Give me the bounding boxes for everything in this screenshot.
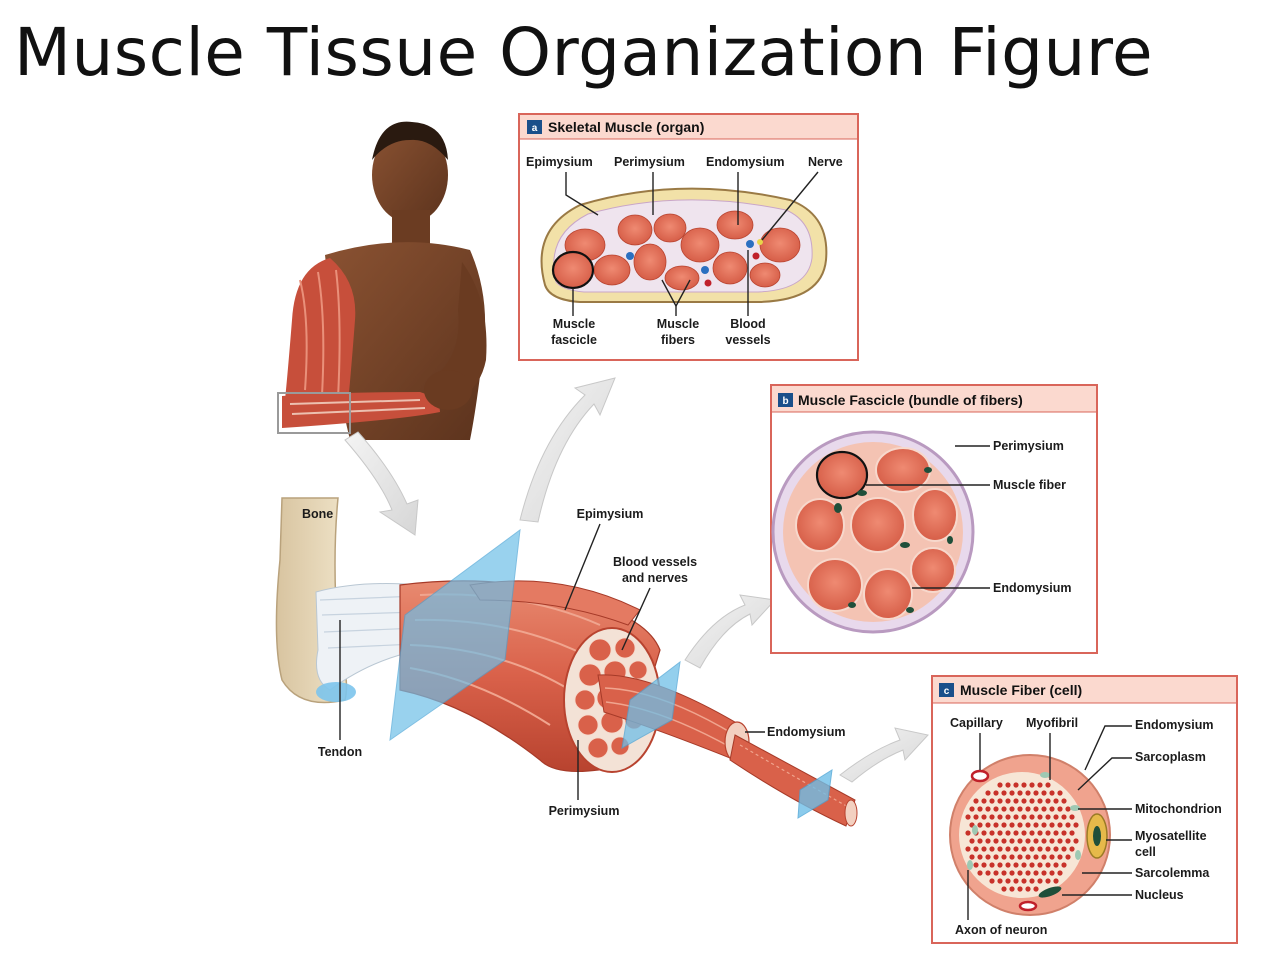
- label-perimysium-main: Perimysium: [549, 804, 620, 818]
- human-figure-illustration: [277, 121, 487, 440]
- panel-c-label-myosatellite-1: Myosatellite: [1135, 829, 1207, 843]
- main-labels: Bone Tendon Epimysium Blood vessels and …: [302, 507, 846, 818]
- panel-a-label-fascicle-1: Muscle: [553, 317, 595, 331]
- panel-c-label-capillary: Capillary: [950, 716, 1003, 730]
- panel-c-myofibrils: [965, 782, 1079, 892]
- panel-a-badge-text: a: [532, 123, 538, 134]
- panel-b-muscle-fascicle: b Muscle Fascicle (bundle of fibers) Per…: [770, 384, 1098, 654]
- panel-b-label-endomysium: Endomysium: [993, 581, 1072, 595]
- panel-c-badge-text: c: [944, 686, 950, 697]
- label-endomysium-main: Endomysium: [767, 725, 846, 739]
- panel-a-skeletal-muscle: a Skeletal Muscle (organ) E: [518, 113, 859, 361]
- forearm-selection-box: [277, 392, 351, 434]
- panel-b-muscle-fibers: [795, 447, 958, 620]
- panel-a-label-vessels-2: vessels: [725, 333, 770, 347]
- panel-a-label-perimysium: Perimysium: [614, 155, 685, 169]
- panel-c-label-sarcolemma: Sarcolemma: [1135, 866, 1210, 880]
- panel-c-label-nucleus: Nucleus: [1135, 888, 1184, 902]
- panel-a-label-vessels-1: Blood: [730, 317, 765, 331]
- panel-b-nuclei: [834, 467, 953, 613]
- whole-muscle-illustration: [275, 497, 858, 827]
- arrow-muscle-to-organ: [519, 377, 616, 523]
- arrow-to-fascicle: [684, 594, 777, 669]
- arrow-arm-to-muscle: [344, 431, 419, 536]
- label-epimysium-main: Epimysium: [577, 507, 644, 521]
- panel-a-highlighted-fascicle: [551, 250, 595, 290]
- label-bone: Bone: [302, 507, 333, 521]
- panel-c-label-myofibril: Myofibril: [1026, 716, 1078, 730]
- panel-b-label-muscle-fiber: Muscle fiber: [993, 478, 1066, 492]
- panel-a-badge: [527, 120, 542, 134]
- panel-b-badge: [778, 393, 793, 407]
- panel-c-muscle-fiber: c Muscle Fiber (cell) Capillary Myofibri…: [931, 675, 1238, 944]
- panel-a-label-epimysium: Epimysium: [526, 155, 593, 169]
- panel-a-label-fascicle-2: fascicle: [551, 333, 597, 347]
- panel-b-label-perimysium: Perimysium: [993, 439, 1064, 453]
- panel-a-label-fibers-1: Muscle: [657, 317, 699, 331]
- panel-a-title: Skeletal Muscle (organ): [548, 119, 704, 135]
- panel-a-label-endomysium: Endomysium: [706, 155, 785, 169]
- panel-c-organelles: [967, 769, 1108, 912]
- panel-c-badge: [939, 683, 954, 697]
- panel-a-label-nerve: Nerve: [808, 155, 843, 169]
- arrow-to-fiber: [839, 727, 929, 783]
- panel-c-title: Muscle Fiber (cell): [960, 682, 1082, 698]
- panel-a-blood-vessels: [626, 239, 763, 287]
- label-tendon: Tendon: [318, 745, 362, 759]
- panel-b-title: Muscle Fascicle (bundle of fibers): [798, 392, 1023, 408]
- label-vessels-nerves-1: Blood vessels: [613, 555, 697, 569]
- panel-a-label-fibers-2: fibers: [661, 333, 695, 347]
- panel-c-label-mitochondrion: Mitochondrion: [1135, 802, 1222, 816]
- panel-b-badge-text: b: [782, 396, 788, 407]
- slide-title: Muscle Tissue Organization Figure: [14, 14, 1154, 91]
- panel-c-label-endomysium: Endomysium: [1135, 718, 1214, 732]
- panel-c-label-axon: Axon of neuron: [955, 923, 1047, 937]
- panel-a-fascicles: [564, 210, 801, 291]
- panel-c-label-myosatellite-2: cell: [1135, 845, 1156, 859]
- label-vessels-nerves-2: and nerves: [622, 571, 688, 585]
- panel-c-label-sarcoplasm: Sarcoplasm: [1135, 750, 1206, 764]
- panel-b-highlighted-fiber: [815, 450, 869, 500]
